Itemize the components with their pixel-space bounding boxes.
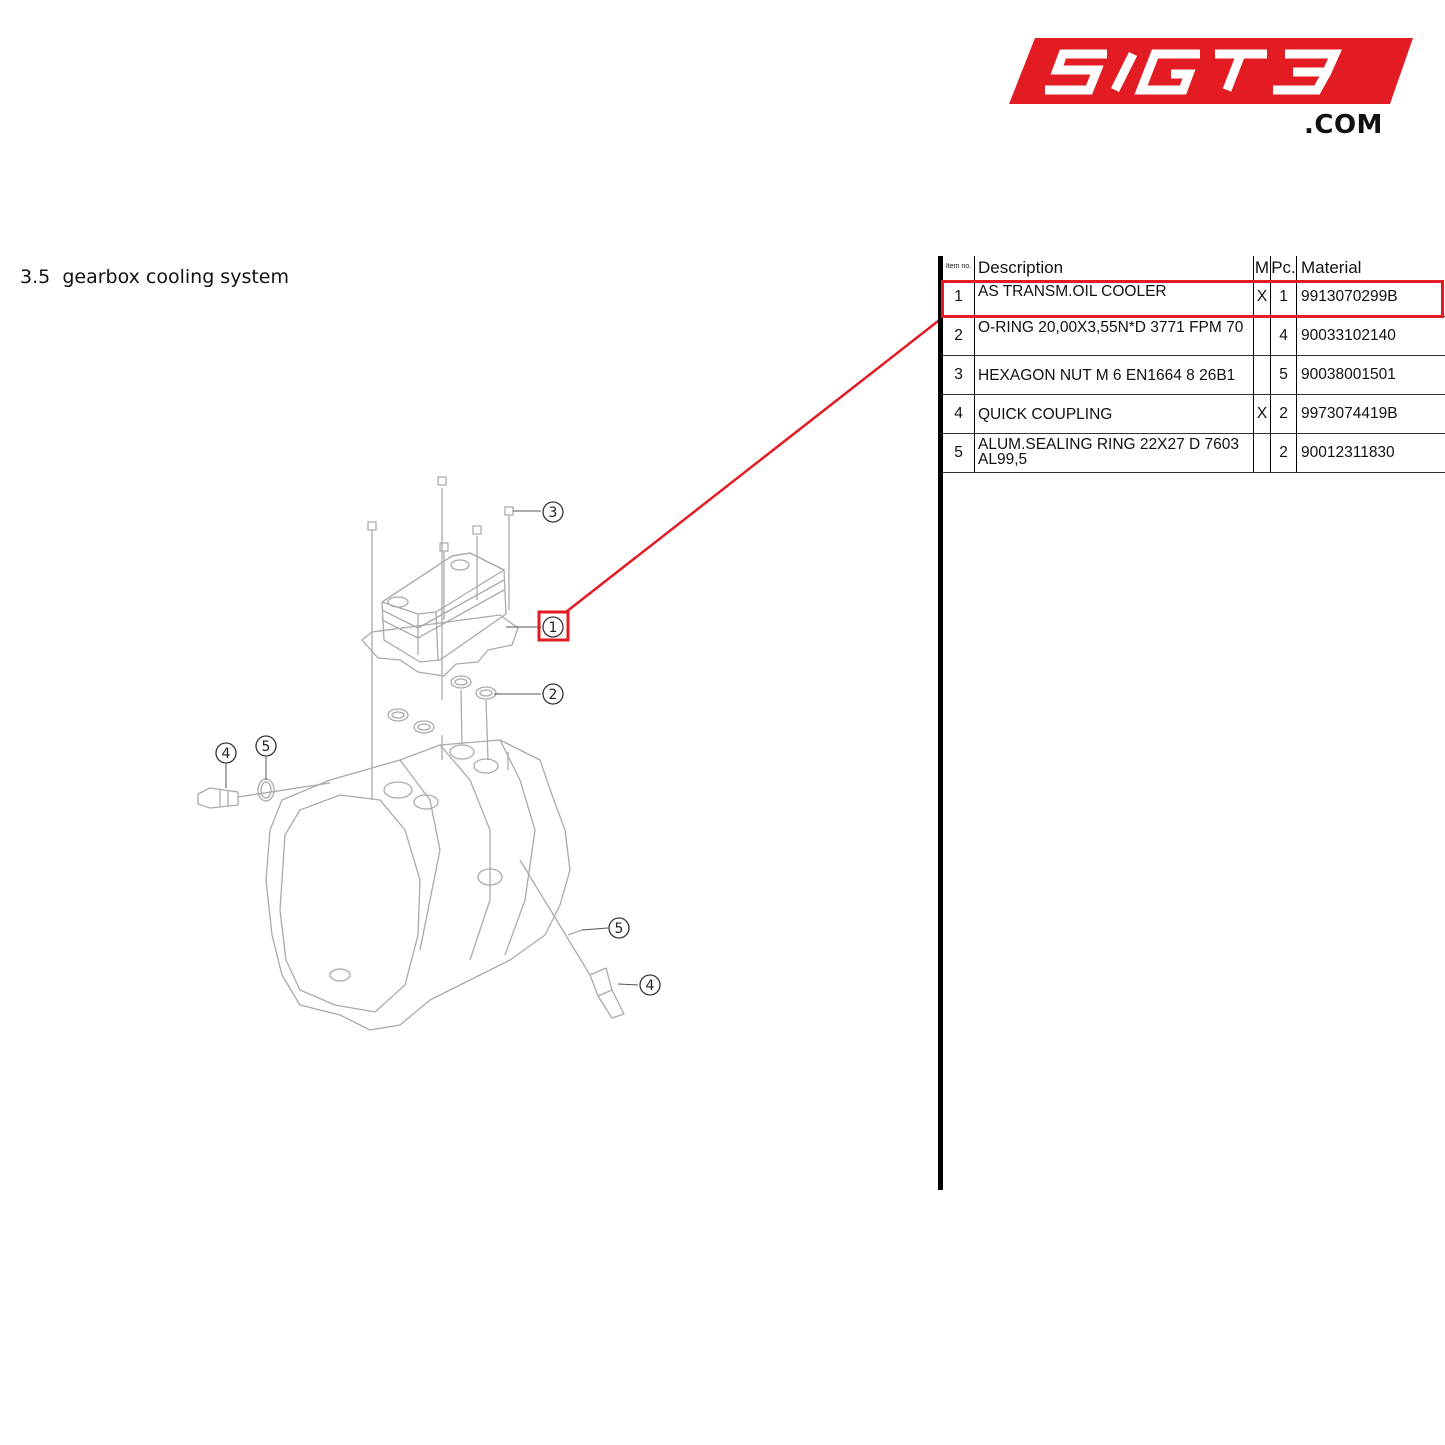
callout-highlight-box (537, 610, 570, 642)
row-description: O-RING 20,00X3,55N*D 3771 FPM 70 (975, 317, 1254, 355)
header-m: M (1254, 256, 1271, 278)
callout-5-right: 5 (615, 921, 624, 937)
row-m: X (1254, 278, 1271, 316)
oil-cooler-drawing (361, 552, 519, 677)
callout-4-left: 4 (222, 746, 231, 762)
row-material: 90038001501 (1301, 366, 1396, 383)
row-m: X (1254, 395, 1271, 433)
section-name: gearbox cooling system (62, 266, 289, 288)
row-pc: 4 (1271, 317, 1297, 355)
table-row[interactable]: 3 HEXAGON NUT M 6 EN1664 8 26B1 5 900380… (943, 356, 1445, 395)
table-row[interactable]: 5 ALUM.SEALING RING 22X27 D 7603 AL99,5 … (943, 434, 1445, 473)
row-material: 90012311830 (1301, 444, 1395, 461)
table-row[interactable]: 2 O-RING 20,00X3,55N*D 3771 FPM 70 4 900… (943, 317, 1445, 356)
callout-1: 1 (549, 620, 558, 636)
row-pc: 1 (1271, 278, 1297, 316)
row-description-text: O-RING 20,00X3,55N*D 3771 FPM 70 (978, 319, 1244, 336)
row-description: ALUM.SEALING RING 22X27 D 7603 AL99,5 (975, 434, 1254, 472)
header-description: Description (975, 256, 1254, 278)
row-description: HEXAGON NUT M 6 EN1664 8 26B1 (975, 356, 1254, 394)
row-item-no: 4 (943, 395, 975, 433)
parts-table-header: Item no. Description M Pc. Material (943, 256, 1445, 278)
row-item-no: 1 (943, 278, 975, 316)
row-description: QUICK COUPLING (975, 395, 1254, 433)
callout-4-right: 4 (646, 978, 655, 994)
row-description-text: AS TRANSM.OIL COOLER (978, 283, 1167, 300)
selected-row-highlight (941, 280, 1444, 318)
header-pc: Pc. (1271, 256, 1297, 278)
row-m (1254, 356, 1271, 394)
o-rings-drawing (387, 675, 497, 761)
gearbox-housing-drawing (265, 735, 571, 1031)
section-title: 3.5 gearbox cooling system (20, 266, 289, 288)
row-item-no: 2 (943, 317, 975, 355)
row-description: AS TRANSM.OIL COOLER (975, 278, 1254, 316)
row-description-text: QUICK COUPLING (978, 406, 1113, 423)
highlight-connector-line (565, 317, 943, 613)
row-pc: 5 (1271, 356, 1297, 394)
row-material: 9973074419B (1301, 405, 1398, 422)
callout-3: 3 (549, 505, 558, 521)
row-pc: 2 (1271, 395, 1297, 433)
table-row[interactable]: 4 QUICK COUPLING X 2 9973074419B (943, 395, 1445, 434)
row-description-text: HEXAGON NUT M 6 EN1664 8 26B1 (978, 367, 1236, 384)
table-left-bar (938, 256, 943, 1190)
row-material: 9913070299B (1301, 288, 1398, 305)
row-description-text: ALUM.SEALING RING 22X27 D 7603 AL99,5 (978, 436, 1240, 468)
callout-2: 2 (549, 687, 558, 703)
section-number: 3.5 (20, 266, 51, 288)
row-m (1254, 434, 1271, 472)
row-item-no: 3 (943, 356, 975, 394)
row-pc: 2 (1271, 434, 1297, 472)
coupling-right-drawing (519, 859, 625, 1019)
row-m (1254, 317, 1271, 355)
row-item-no: 5 (943, 434, 975, 472)
hex-nuts-drawing (367, 476, 514, 780)
row-material: 90033102140 (1301, 327, 1396, 344)
coupling-left-drawing (197, 778, 331, 809)
callout-5-left: 5 (262, 739, 271, 755)
sigt3-logo (1009, 38, 1413, 104)
header-material: Material (1301, 258, 1362, 277)
header-item-no: Item no. (943, 256, 975, 278)
logo-domain-suffix: .COM (1304, 110, 1383, 140)
